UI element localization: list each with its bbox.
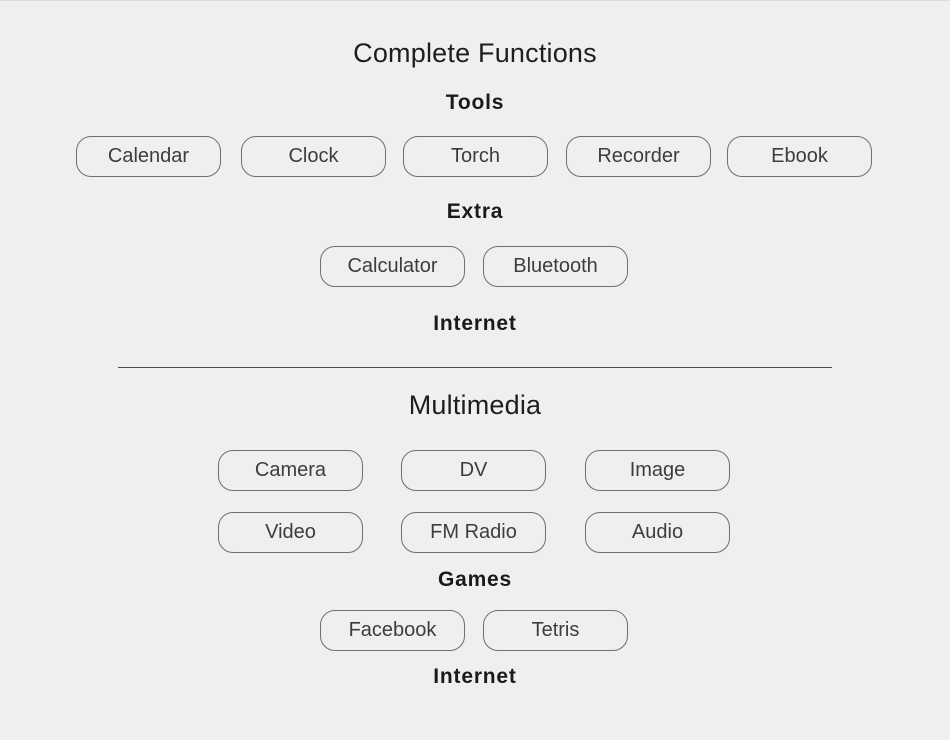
games-heading: Games <box>437 568 513 591</box>
torch-button[interactable]: Torch <box>403 136 548 177</box>
recorder-button[interactable]: Recorder <box>566 136 711 177</box>
audio-button[interactable]: Audio <box>585 512 730 553</box>
calendar-button[interactable]: Calendar <box>76 136 221 177</box>
fm-radio-button[interactable]: FM Radio <box>401 512 546 553</box>
bluetooth-button[interactable]: Bluetooth <box>483 246 628 287</box>
internet-heading: Internet <box>433 312 517 335</box>
camera-button[interactable]: Camera <box>218 450 363 491</box>
ebook-button[interactable]: Ebook <box>727 136 872 177</box>
image-button[interactable]: Image <box>585 450 730 491</box>
calculator-button[interactable]: Calculator <box>320 246 465 287</box>
internet-footer-heading: Internet <box>433 665 517 688</box>
top-border <box>0 0 950 1</box>
tetris-button[interactable]: Tetris <box>483 610 628 651</box>
dv-button[interactable]: DV <box>401 450 546 491</box>
clock-button[interactable]: Clock <box>241 136 386 177</box>
facebook-button[interactable]: Facebook <box>320 610 465 651</box>
multimedia-title: Multimedia <box>408 390 542 420</box>
section-divider <box>118 367 832 368</box>
tools-heading: Tools <box>445 91 505 114</box>
video-button[interactable]: Video <box>218 512 363 553</box>
extra-heading: Extra <box>446 200 504 223</box>
complete-functions-title: Complete Functions <box>353 38 597 68</box>
